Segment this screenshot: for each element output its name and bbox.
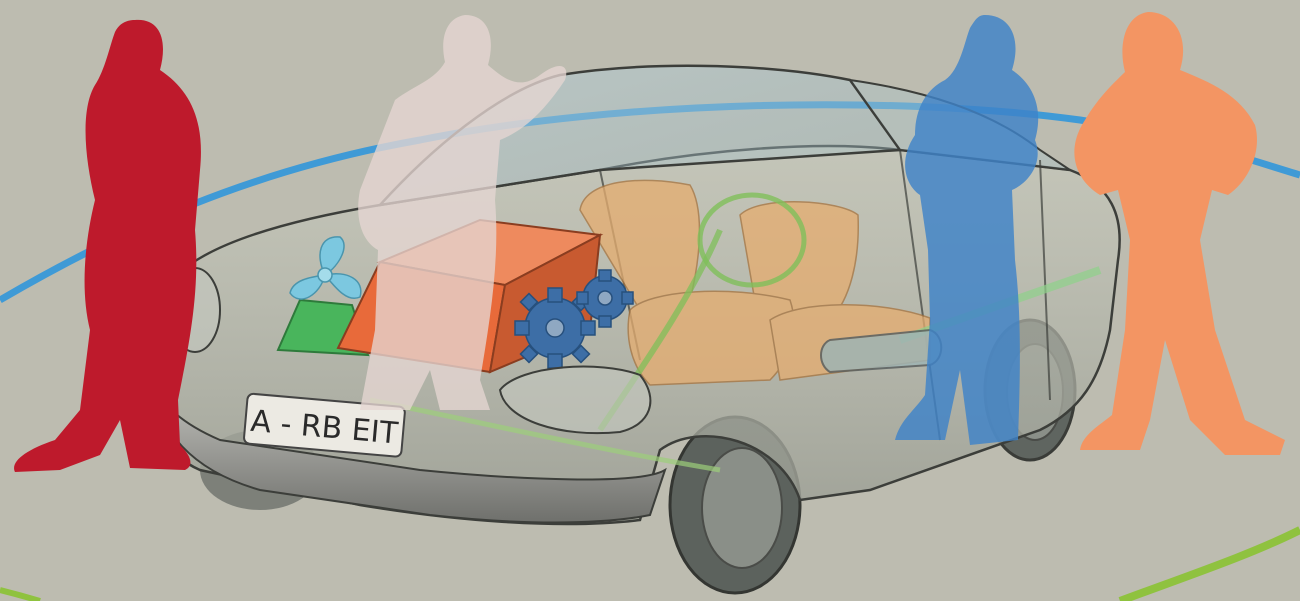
green-orbit-arc [1120, 530, 1300, 601]
person-red-silhouette [14, 20, 201, 472]
green-orbit-arc-left [0, 590, 40, 601]
